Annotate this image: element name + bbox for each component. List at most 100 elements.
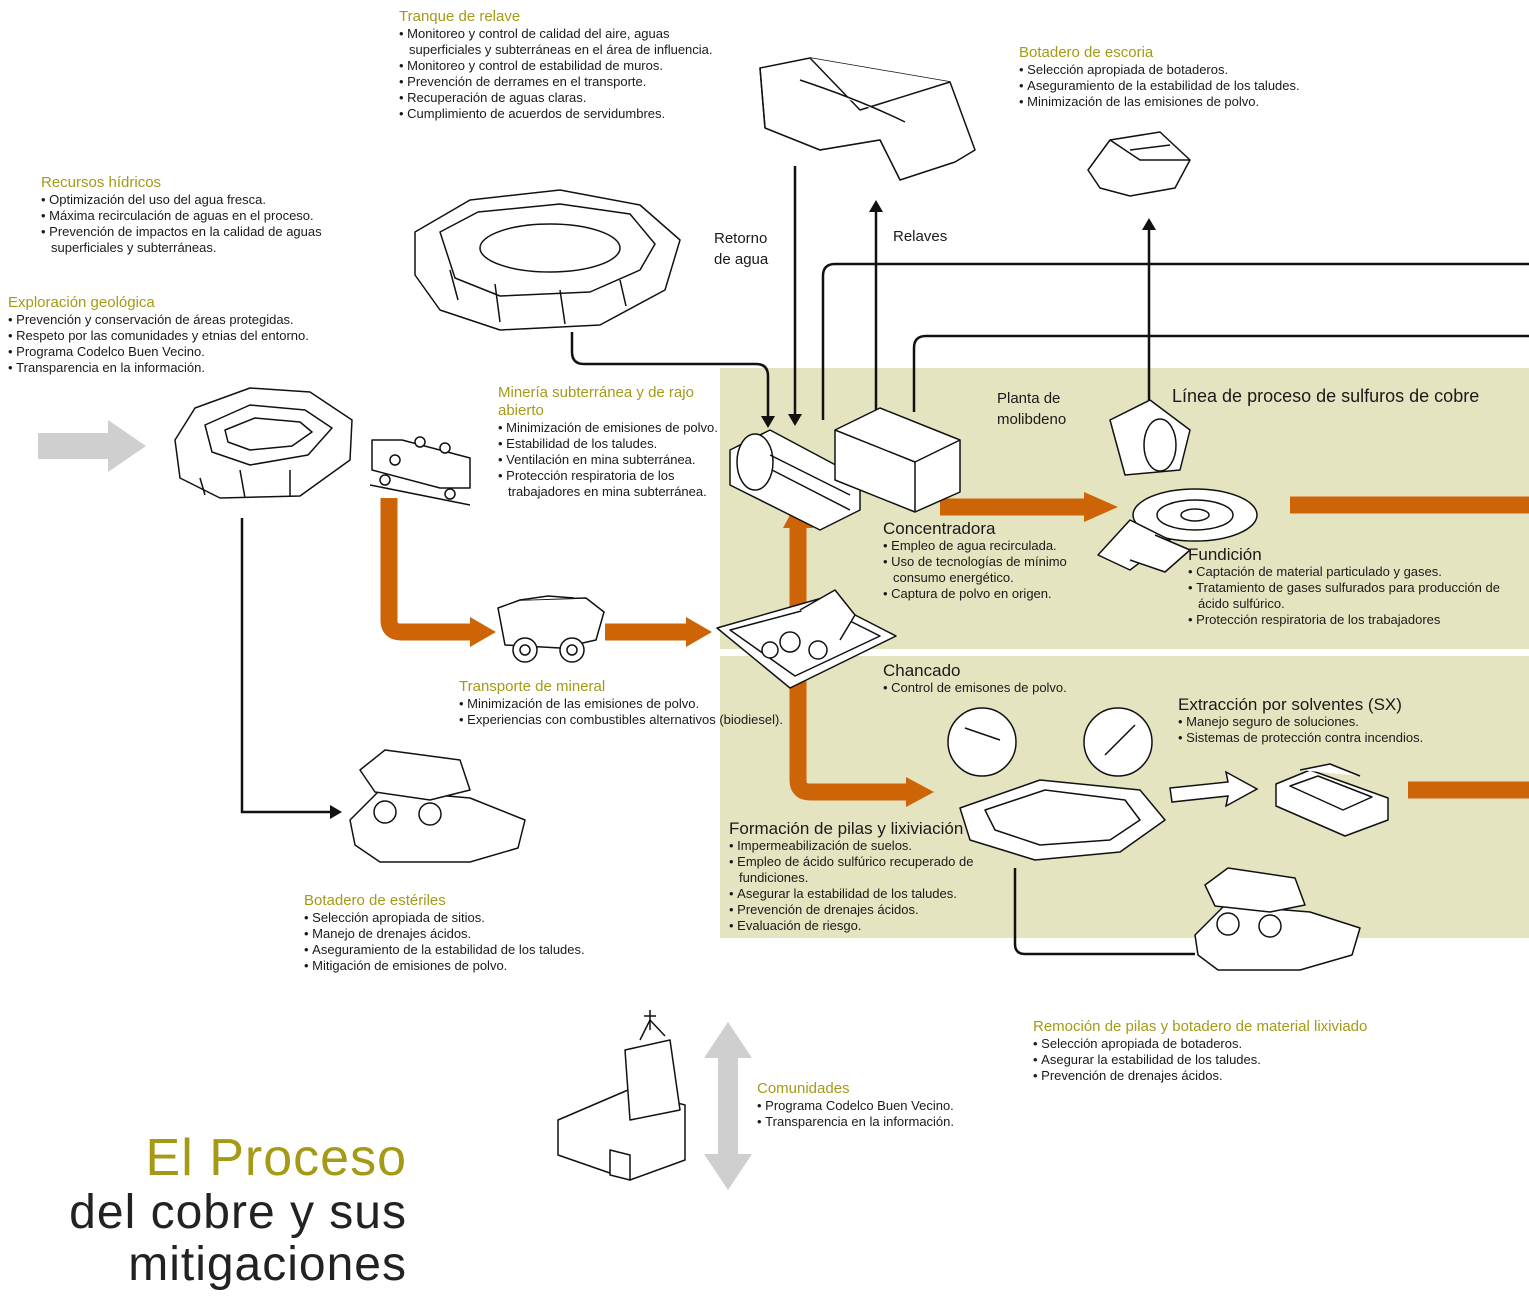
block-concentradora: Concentradora Empleo de agua recirculada… [883,520,1118,602]
block-title: Extracción por solventes (SX) [1178,695,1402,714]
block-title: Minería subterránea y de rajo abierto [498,384,694,419]
block-remocion: Remoción de pilas y botadero de material… [1033,1018,1453,1084]
smelter-illustration [1097,399,1258,573]
mitigation-list: Impermeabilización de suelos.Empleo de á… [729,838,1009,934]
mitigation-item: Ventilación en mina subterránea. [498,452,723,468]
open-pit-illustration [174,387,353,499]
mitigation-item: Captación de material particulado y gase… [1188,564,1508,580]
mitigation-item: Cumplimiento de acuerdos de servidumbres… [399,106,729,122]
block-escoria: Botadero de escoria Selección apropiada … [1019,44,1379,110]
input-arrow [38,420,146,472]
mitigation-item: Control de emisones de polvo. [883,680,1123,696]
mitigation-list: Captación de material particulado y gase… [1188,564,1508,628]
communities-double-arrow [704,1022,752,1190]
mitigation-item: Prevención de impactos en la calidad de … [41,224,391,256]
mitigation-item: Aseguramiento de la estabilidad de los t… [304,942,644,958]
flow-lines [240,166,1529,956]
mitigation-item: Respeto por las comunidades y etnias del… [8,328,388,344]
block-transporte: Transporte de mineral Minimización de la… [459,678,789,728]
label-planta-molibdeno: Planta de molibdeno [997,390,1067,428]
heading-el-proceso: El Proceso [145,1129,407,1187]
mitigation-item: Experiencias con combustibles alternativ… [459,712,789,728]
mitigation-item: Asegurar la estabilidad de los taludes. [1033,1052,1453,1068]
block-sx: Extracción por solventes (SX) Manejo seg… [1178,696,1498,746]
ore-train-illustration [369,436,471,506]
label-linea-sulfuros: Línea de proceso de sulfuros de cobre [1172,386,1480,406]
mitigation-item: Minimización de las emisiones de polvo. [459,696,789,712]
mitigation-list: Minimización de las emisiones de polvo.E… [459,696,789,728]
mitigation-item: Selección apropiada de botaderos. [1033,1036,1453,1052]
orange-arrows [380,496,1529,801]
mitigation-item: Manejo seguro de soluciones. [1178,714,1498,730]
mitigation-item: Estabilidad de los taludes. [498,436,723,452]
mitigation-item: Mitigación de emisiones de polvo. [304,958,644,974]
mitigation-item: Evaluación de riesgo. [729,918,1009,934]
mitigation-item: Optimización del uso del agua fresca. [41,192,391,208]
block-title: Comunidades [757,1080,850,1097]
block-mineria: Minería subterránea y de rajo abierto Mi… [498,384,723,500]
block-chancado: Chancado Control de emisones de polvo. [883,662,1123,696]
mitigation-item: Transparencia en la información. [757,1114,1027,1130]
mitigation-item: Protección respiratoria de los trabajado… [1188,612,1508,628]
mitigation-item: Recuperación de aguas claras. [399,90,729,106]
mitigation-item: Programa Codelco Buen Vecino. [8,344,388,360]
mitigation-item: Asegurar la estabilidad de los taludes. [729,886,1009,902]
block-title: Formación de pilas y lixiviación [729,819,964,838]
mitigation-item: Prevención de drenajes ácidos. [1033,1068,1453,1084]
mitigation-item: Aseguramiento de la estabilidad de los t… [1019,78,1379,94]
mitigation-item: Protección respiratoria de los trabajado… [498,468,723,500]
mitigation-list: Control de emisones de polvo. [883,680,1123,696]
block-title: Remoción de pilas y botadero de material… [1033,1018,1368,1035]
mitigation-list: Programa Codelco Buen Vecino.Transparenc… [757,1098,1027,1130]
block-comunidades: Comunidades Programa Codelco Buen Vecino… [757,1080,1027,1130]
slag-heap-illustration [1087,131,1191,197]
block-title: Transporte de mineral [459,678,606,695]
mitigation-item: Monitoreo y control de estabilidad de mu… [399,58,729,74]
block-title: Fundición [1188,545,1262,564]
mitigation-list: Selección apropiada de botaderos.Asegura… [1033,1036,1453,1084]
block-title: Exploración geológica [8,294,155,311]
mitigation-item: Transparencia en la información. [8,360,388,376]
arrowheads [330,200,1156,819]
waste-dump-illustration [349,749,526,863]
label-relaves: Relaves [893,228,948,245]
mitigation-item: Empleo de agua recirculada. [883,538,1118,554]
mitigation-item: Selección apropiada de sitios. [304,910,644,926]
heading-del-cobre: del cobre y sus [69,1186,407,1239]
mitigation-list: Minimización de emisiones de polvo.Estab… [498,420,723,500]
block-title: Botadero de escoria [1019,44,1154,61]
mitigation-list: Selección apropiada de botaderos.Asegura… [1019,62,1379,110]
mitigation-item: Programa Codelco Buen Vecino. [757,1098,1027,1114]
mitigation-list: Selección apropiada de sitios.Manejo de … [304,910,644,974]
block-title: Tranque de relave [399,8,521,25]
mitigation-item: Impermeabilización de suelos. [729,838,1009,854]
heading-mitigaciones: mitigaciones [128,1238,407,1291]
block-hidricos: Recursos hídricos Optimización del uso d… [41,174,391,256]
sx-tanks-illustration [1275,763,1389,837]
mitigation-item: Uso de tecnologías de mínimo consumo ene… [883,554,1118,586]
mitigation-list: Optimización del uso del agua fresca.Máx… [41,192,391,256]
mitigation-item: Monitoreo y control de calidad del aire,… [399,26,729,58]
mitigation-item: Sistemas de protección contra incendios. [1178,730,1498,746]
mitigation-list: Empleo de agua recirculada.Uso de tecnol… [883,538,1118,602]
block-tranque: Tranque de relave Monitoreo y control de… [399,8,729,122]
concentrator-building-illustration [834,407,961,513]
block-title: Botadero de estériles [304,892,446,909]
tailings-deposit-illustration [759,57,976,181]
sx-arrow [1169,770,1259,808]
leach-heap-illustration [947,707,1166,861]
crusher-illustration [716,589,897,689]
church-illustration [557,1010,686,1181]
leached-dump-illustration [1194,867,1361,971]
mitigation-item: Minimización de emisiones de polvo. [498,420,723,436]
block-exploracion: Exploración geológica Prevención y conse… [8,294,388,376]
mitigation-item: Captura de polvo en origen. [883,586,1118,602]
block-fundicion: Fundición Captación de material particul… [1188,546,1508,628]
mitigation-item: Manejo de drenajes ácidos. [304,926,644,942]
mitigation-item: Tratamiento de gases sulfurados para pro… [1188,580,1508,612]
tailings-dam-illustration [414,189,681,331]
block-title: Concentradora [883,519,996,538]
block-esteriles: Botadero de estériles Selección apropiad… [304,892,644,974]
mitigation-item: Minimización de las emisiones de polvo. [1019,94,1379,110]
